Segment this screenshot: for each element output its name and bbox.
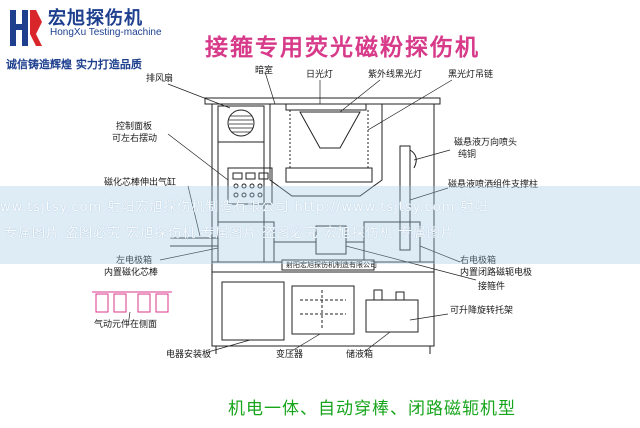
label-nozzle-1: 磁悬液万向喷头 [454,138,518,148]
label-lamp-chain: 黑光灯吊链 [448,70,494,80]
label-pneumatic: 气动元件在侧面 [94,320,158,330]
label-yoke-1: 右电极箱 [460,256,497,266]
diagram-subtitle: 机电一体、自动穿棒、闭路磁轭机型 [228,399,516,419]
cabinet [211,271,435,347]
uv-lamp-housing [285,167,373,183]
label-cylinder: 磁化芯棒伸出气缸 [104,178,177,188]
label-exhaust-fan: 排风扇 [146,74,174,84]
label-transformer: 变压器 [276,350,304,360]
exhaust-fan-icon [227,109,255,137]
label-electrical-board: 电器安装板 [166,350,212,360]
label-tank: 储液箱 [346,350,374,360]
label-workpiece: 接箍件 [478,282,506,292]
fluorescent-lamp [285,103,367,111]
label-darkroom: 暗室 [255,66,274,76]
logo-icon [10,10,42,46]
label-left-electrode-2: 内置磁化芯棒 [104,268,159,278]
uv-lamp [299,111,361,149]
workpiece [315,225,347,255]
label-control-panel-1: 控制面板 [116,122,153,132]
label-uv-lamp: 紫外线黑光灯 [368,70,423,80]
spray-support-column [399,145,411,251]
logo-english-text: HongXu Testing-machine [50,27,162,38]
pneumatic-components [92,291,172,313]
transformer [291,285,355,335]
darkroom-hood [269,104,383,197]
label-control-panel-2: 可左右摆动 [112,134,158,144]
label-fluorescent-lamp: 日光灯 [306,70,334,80]
label-nameplate: 射阳宏旭探伤机制造有限公司 [286,261,377,269]
label-nozzle-2: 纯铜 [458,150,477,160]
watermark-band [0,186,640,264]
label-lift-tray: 可升降旋转托架 [450,306,514,316]
nameplate [281,259,375,271]
control-panel [227,167,273,205]
logo-text: 宏旭探伤机 [48,8,143,29]
label-spray-bracket: 磁悬液喷洒组件支撑柱 [448,180,539,190]
watermark-line-2: 专属图片 盗图必究 宏旭探伤机 专属图片 盗图必究 宏旭探伤机 专属图片 [4,226,455,241]
page-title: 接箍专用荧光磁粉探伤机 [205,35,480,61]
liquid-tank [365,299,419,333]
label-left-electrode-1: 左电极箱 [116,256,153,266]
watermark-line-1: ww.tsjtsy.com 射阳宏旭探伤机制造有限公司 http://www.t… [0,200,489,215]
slogan: 诚信铸造辉煌 实力打造品质 [6,58,142,71]
canopy-outline [204,97,441,105]
electrical-board [221,281,285,341]
label-yoke-2: 内置闭路磁轭电极 [460,268,533,278]
